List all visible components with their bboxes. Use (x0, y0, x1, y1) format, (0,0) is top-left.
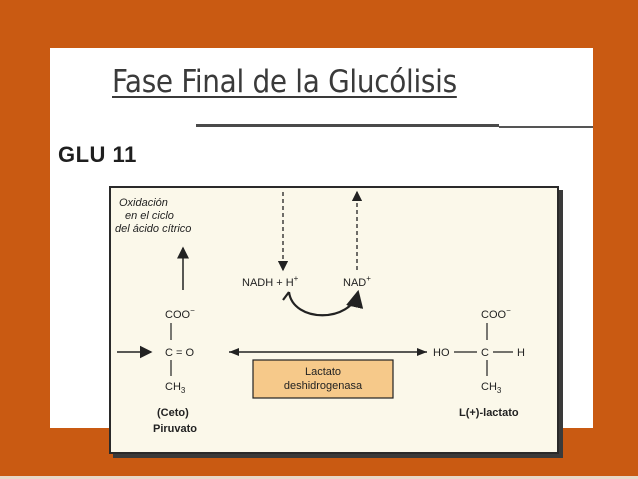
nad-label: NAD+ (343, 274, 371, 289)
reaction-arrowhead-left (229, 348, 239, 356)
oxidation-text-3: del ácido cítrico (115, 223, 191, 235)
oxidation-text-2: en el ciclo (125, 210, 174, 222)
nadh-label: NADH + H+ (242, 274, 299, 289)
slide-subtitle: GLU 11 (58, 142, 137, 167)
curved-arrow-nadh-to-nad (287, 289, 364, 317)
lactate-name: L(+)-lactato (459, 407, 519, 419)
lactate-coo: COO− (481, 306, 511, 321)
pyruvate-name-2: Piruvato (153, 423, 197, 435)
lactate-h: H (517, 347, 525, 359)
lactate-c: C (481, 347, 489, 359)
pyruvate-name-1: (Ceto) (157, 407, 189, 419)
pyruvate-coo: COO− (165, 306, 195, 321)
enzyme-box (252, 359, 394, 399)
reaction-svg: Oxidación en el ciclo del ácido cítrico … (115, 190, 525, 435)
pyruvate-ch3: CH3 (165, 381, 186, 395)
pyruvate-carbonyl: C = O (165, 347, 194, 359)
enzyme-name-2: deshidrogenasa (284, 380, 363, 392)
lactate-dehydrogenase-diagram: Oxidación en el ciclo del ácido cítrico … (109, 186, 559, 454)
title-rule (196, 124, 499, 127)
title-rule-extension (499, 126, 593, 128)
curved-arrow-tail (282, 291, 290, 301)
enzyme-name-1: Lactato (305, 366, 341, 378)
lactate-ho: HO (433, 347, 450, 359)
slide-bottom-border (0, 476, 638, 479)
oxidation-text-1: Oxidación (119, 197, 168, 209)
lactate-ch3: CH3 (481, 381, 502, 395)
reaction-arrowhead-right (417, 348, 427, 356)
slide-title: Fase Final de la Glucólisis (112, 64, 457, 100)
